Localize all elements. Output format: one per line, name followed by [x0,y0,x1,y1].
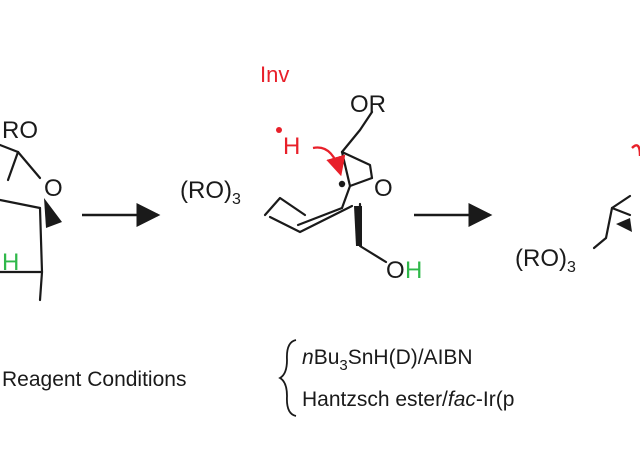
left-bond [0,198,42,210]
reagent-conditions: Reagent Conditions nBu3SnH(D)/AIBN Hantz… [2,339,514,417]
middle-ro3-label: (RO)3 [180,177,241,208]
right-red-fragment [631,144,640,157]
middle-bold-bond [354,206,362,246]
conditions-label: Reagent Conditions [2,368,186,391]
middle-structure: OR O (RO)3 Inv H O H [180,62,422,284]
middle-ring-bond [340,150,352,188]
middle-ring-bond [268,204,354,234]
hydroxyl-oxygen: O [386,257,405,284]
condition-line-2: Hantzsch ester/fac-Ir(p [302,388,514,411]
middle-ring-bond [296,206,344,227]
right-wedge-bond [616,218,632,232]
middle-ring-oxygen: O [374,175,393,202]
right-ring-bond [610,206,632,217]
left-bond [38,206,44,274]
hat-curved-arrow [312,146,346,177]
middle-ring-bond [263,196,307,217]
right-structure: (RO)3 [515,144,640,276]
left-bond [0,143,20,154]
radical-dot [338,180,346,188]
h-radical-dot [276,127,282,133]
middle-ch2oh-bond [358,202,388,264]
left-bond [16,150,42,180]
middle-ring-bond [340,150,374,180]
middle-ch2or-bond [340,110,374,154]
right-ring-bond [592,194,632,250]
middle-or-label: OR [350,91,386,118]
left-ring-oxygen: O [44,175,63,202]
inversion-label: Inv [260,62,289,87]
left-structure: RO O H [0,117,63,302]
condition-line-1: nBu3SnH(D)/AIBN [302,346,473,374]
hydroxyl-green-hydrogen: H [405,257,422,284]
left-bond [6,150,20,182]
right-ro3-label: (RO)3 [515,245,576,276]
middle-ring-bond [340,176,374,210]
red-hydrogen: H [283,133,300,160]
left-bond [38,270,44,302]
left-green-hydrogen: H [2,249,19,276]
conditions-brace [278,339,297,417]
left-ro-label: RO [2,117,38,144]
left-wedge-bond [44,198,62,228]
